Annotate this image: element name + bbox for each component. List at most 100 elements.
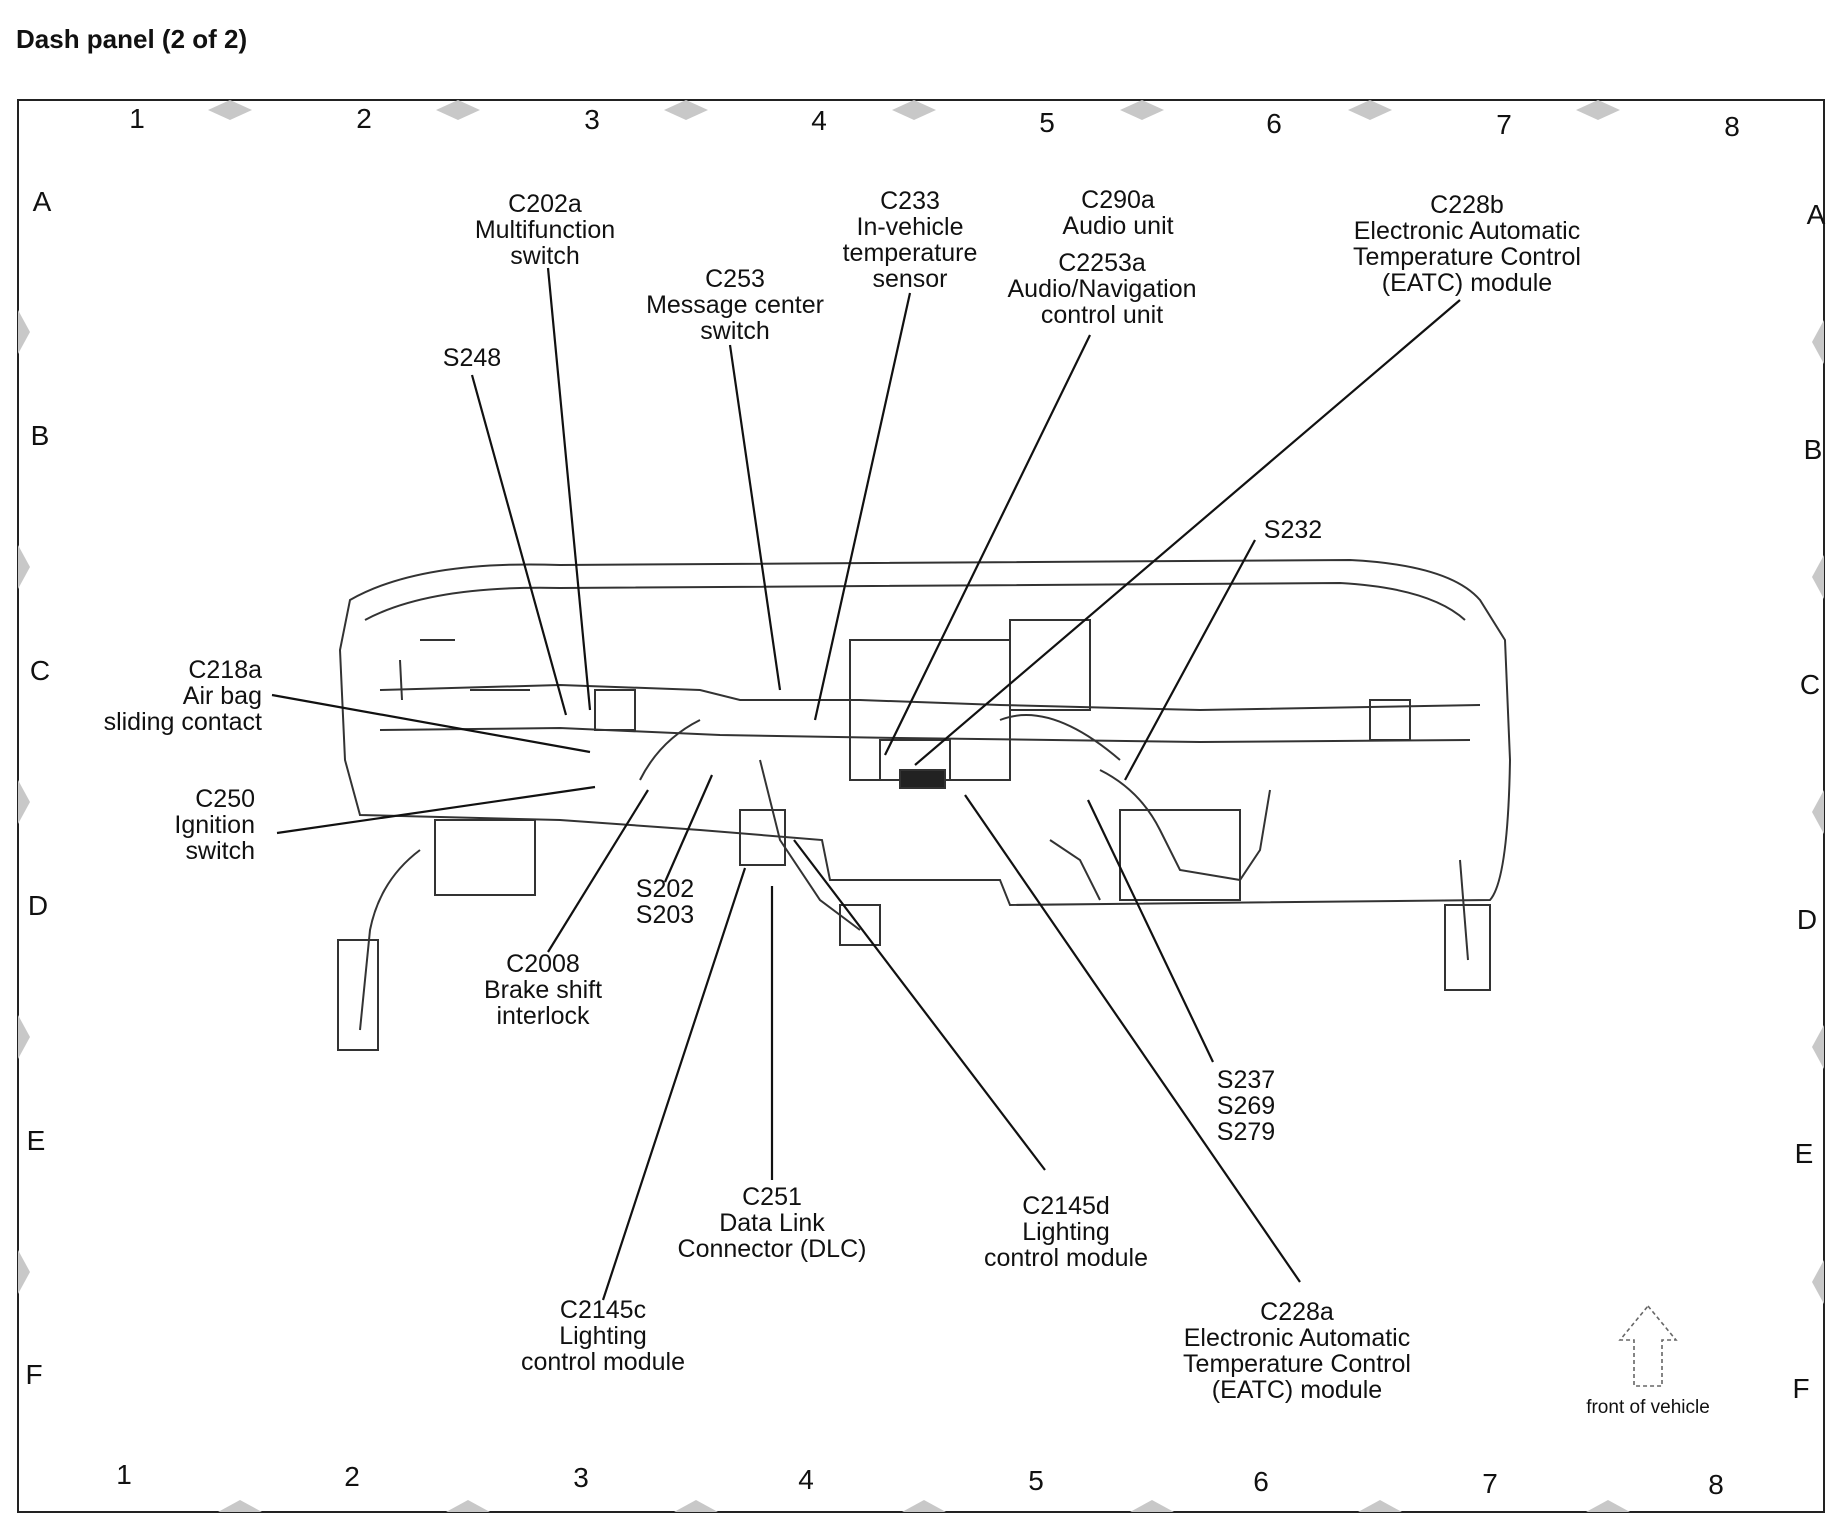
callout-c290a-line-2: Audio unit — [1062, 212, 1173, 240]
callout-c250-line-1: C250 — [195, 785, 255, 813]
grid-row-left-D: D — [28, 890, 48, 921]
callout-c2253a: C2253a Audio/Navigation control unit — [1007, 249, 1196, 329]
callout-c233-line-3: temperature — [843, 239, 978, 267]
callout-c202a: C202a Multifunction switch — [475, 190, 615, 270]
grid-row-left-E: E — [27, 1125, 46, 1156]
callout-s232: S232 — [1264, 516, 1322, 544]
callout-c202a-line-1: C202a — [508, 190, 582, 218]
callout-c250-line-3: switch — [186, 837, 255, 865]
callout-c228b: C228b Electronic Automatic Temperature C… — [1353, 191, 1581, 297]
callout-c2145d-line-1: C2145d — [1022, 1192, 1110, 1220]
grid-row-right-F: F — [1792, 1373, 1809, 1404]
callout-c228a: C228a Electronic Automatic Temperature C… — [1183, 1298, 1411, 1404]
callout-c2145c-line-3: control module — [521, 1348, 685, 1376]
leader-c253 — [728, 344, 782, 691]
callout-c2145c-line-2: Lighting — [559, 1322, 647, 1350]
callout-s202-line-1: S202 — [636, 875, 694, 903]
callout-c228b-line-4: (EATC) module — [1382, 269, 1552, 297]
callout-c2008-line-3: interlock — [496, 1002, 590, 1030]
callout-c228a-line-4: (EATC) module — [1212, 1376, 1382, 1404]
grid-column-labels-bottom: 1 2 3 4 5 6 7 8 — [116, 1459, 1724, 1500]
callout-c218a-line-1: C218a — [188, 656, 262, 684]
leader-c2253a — [884, 334, 1091, 756]
callout-c202a-line-2: Multifunction — [475, 216, 615, 244]
grid-col-bottom-6: 6 — [1253, 1466, 1269, 1497]
callout-c228a-line-2: Electronic Automatic — [1184, 1324, 1411, 1352]
leader-c218a — [271, 693, 591, 754]
callout-c228a-line-1: C228a — [1260, 1298, 1334, 1326]
callout-c251-line-3: Connector (DLC) — [678, 1235, 867, 1263]
callout-c233-line-2: In-vehicle — [857, 213, 964, 241]
leader-c2145c — [601, 867, 747, 1301]
page-title: Dash panel (2 of 2) — [16, 24, 248, 54]
grid-col-bottom-8: 8 — [1708, 1469, 1724, 1500]
grid-col-top-1: 1 — [129, 103, 145, 134]
diagram-frame — [17, 99, 1825, 1513]
callout-c253-line-3: switch — [700, 317, 769, 345]
callout-c218a-line-2: Air bag — [183, 682, 262, 710]
callout-c228b-line-3: Temperature Control — [1353, 243, 1581, 271]
callout-c2253a-line-3: control unit — [1041, 301, 1163, 329]
grid-row-labels-right: A B C D E F — [1792, 199, 1825, 1404]
callout-s237-line-2: S269 — [1217, 1092, 1275, 1120]
callout-c2145d: C2145d Lighting control module — [984, 1192, 1148, 1272]
callout-s237-line-1: S237 — [1217, 1066, 1275, 1094]
callout-c218a: C218a Air bag sliding contact — [104, 656, 263, 736]
frame-tick-marks — [18, 100, 1824, 1512]
callout-c233: C233 In-vehicle temperature sensor — [843, 187, 978, 293]
leader-s232 — [1124, 539, 1256, 781]
grid-row-right-C: C — [1800, 669, 1820, 700]
leader-c2145d — [793, 839, 1046, 1171]
callout-s248: S248 — [443, 344, 501, 372]
callout-c218a-line-3: sliding contact — [104, 708, 262, 736]
leader-c202a — [546, 267, 592, 711]
grid-row-left-F: F — [25, 1359, 42, 1390]
callout-c253-line-1: C253 — [705, 265, 765, 293]
callout-c2253a-line-1: C2253a — [1058, 249, 1146, 277]
callout-s202: S202 S203 — [636, 875, 694, 929]
callout-c228b-line-1: C228b — [1430, 191, 1504, 219]
callout-c202a-line-3: switch — [510, 242, 579, 270]
callout-c2253a-line-2: Audio/Navigation — [1007, 275, 1196, 303]
grid-col-bottom-7: 7 — [1482, 1468, 1498, 1499]
callout-s248-line-1: S248 — [443, 344, 501, 372]
leader-c228b — [914, 299, 1461, 766]
grid-col-top-2: 2 — [356, 103, 372, 134]
grid-col-bottom-1: 1 — [116, 1459, 132, 1490]
callout-c2008: C2008 Brake shift interlock — [484, 950, 602, 1030]
callout-s232-line-1: S232 — [1264, 516, 1322, 544]
callout-c251-line-1: C251 — [742, 1183, 802, 1211]
leader-s237 — [1087, 799, 1214, 1063]
grid-row-right-D: D — [1797, 904, 1817, 935]
leader-c250 — [276, 785, 596, 835]
callout-c250-line-2: Ignition — [174, 811, 255, 839]
callout-s237-line-3: S279 — [1217, 1118, 1275, 1146]
grid-row-labels-left: A B C D E F — [25, 186, 51, 1390]
callout-c228a-line-3: Temperature Control — [1183, 1350, 1411, 1378]
grid-col-top-7: 7 — [1496, 109, 1512, 140]
callout-c253-line-2: Message center — [646, 291, 824, 319]
callout-c290a: C290a Audio unit — [1062, 186, 1173, 240]
callout-s237: S237 S269 S279 — [1217, 1066, 1275, 1146]
front-of-vehicle-indicator: front of vehicle — [1586, 1304, 1710, 1418]
grid-col-bottom-4: 4 — [798, 1464, 814, 1495]
callout-c2145d-line-2: Lighting — [1022, 1218, 1110, 1246]
front-arrow-icon — [1618, 1304, 1678, 1387]
callout-c2145c: C2145c Lighting control module — [521, 1296, 685, 1376]
callout-c253: C253 Message center switch — [646, 265, 824, 345]
leader-c2008 — [547, 789, 649, 953]
grid-col-top-6: 6 — [1266, 108, 1282, 139]
leader-s248 — [470, 374, 568, 716]
grid-row-left-A: A — [33, 186, 52, 217]
dash-panel-drawing — [337, 558, 1512, 1051]
grid-col-bottom-2: 2 — [344, 1461, 360, 1492]
front-of-vehicle-label: front of vehicle — [1586, 1397, 1710, 1418]
callout-c2145c-line-1: C2145c — [560, 1296, 646, 1324]
grid-col-bottom-5: 5 — [1028, 1465, 1044, 1496]
callout-c2008-line-2: Brake shift — [484, 976, 602, 1004]
callout-c251-line-2: Data Link — [719, 1209, 825, 1237]
callout-c2008-line-1: C2008 — [506, 950, 580, 978]
leader-lines — [271, 267, 1461, 1301]
grid-col-bottom-3: 3 — [573, 1462, 589, 1493]
